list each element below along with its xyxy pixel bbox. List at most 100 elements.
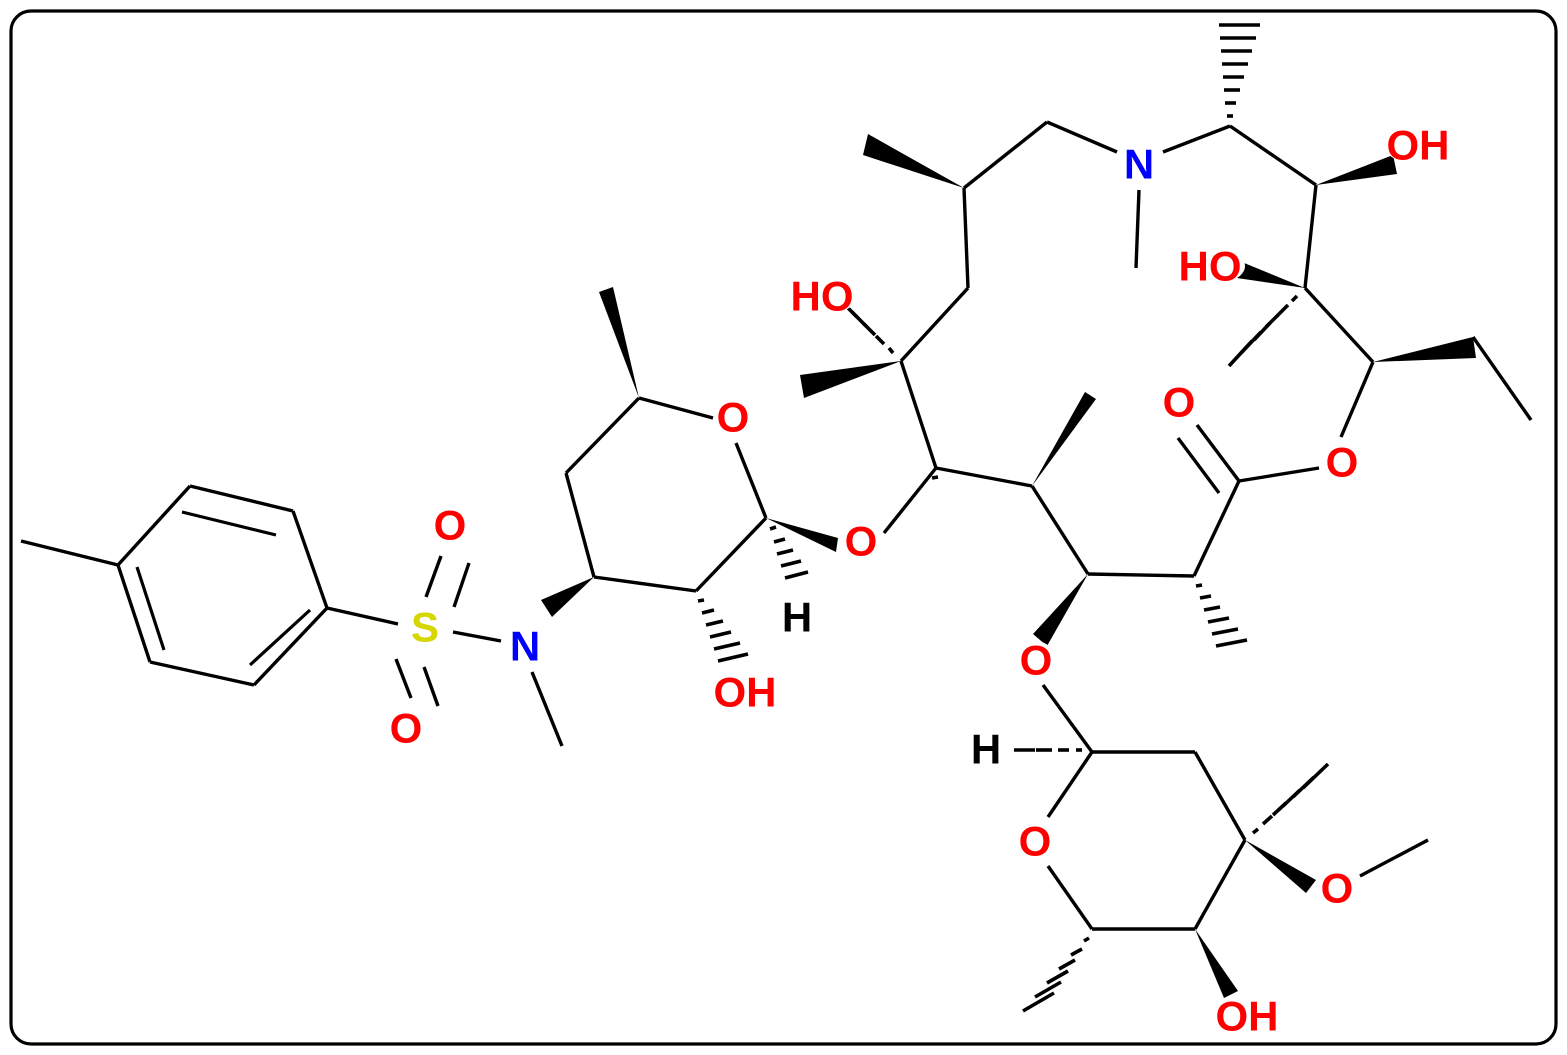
bond-cladinose-6: [1046, 751, 1094, 818]
wedge-cladinose-methoxy: [1245, 840, 1316, 893]
halo-h-anomeric-1: [780, 600, 814, 634]
cladinose-ring: [1014, 683, 1429, 1013]
bond-aryl-double-3: [135, 566, 166, 651]
atom-label-lactone-carbonyl-oxygen: O: [1163, 379, 1196, 426]
atom-label-desosamine-hydroxyl: OH: [714, 669, 777, 716]
wedge-desosamine-glycosidic: [766, 518, 838, 552]
hash-macro-c10-methyl: [1219, 23, 1260, 118]
atom-label-azalide-ring-nitrogen: N: [1124, 141, 1154, 188]
atom-label-anomeric-hydrogen-desosamine: H: [782, 594, 812, 641]
bond-aryl-double-1: [181, 510, 277, 537]
halo-n-azalide: [1120, 145, 1158, 183]
halo-o-desosamine-ring: [714, 398, 752, 436]
hash-desosamine-hydroxyl: [697, 598, 749, 663]
bond-desosamine-1: [638, 396, 714, 420]
bond-cladinose-5: [1046, 865, 1094, 930]
halo-ho-c12: [1175, 247, 1245, 285]
bond-carbonyl-a: [1195, 423, 1241, 483]
bond-cladinose-glyco-to-c1: [1041, 683, 1094, 754]
bond-azalide-n-methyl: [1134, 189, 1141, 269]
bond-desosamine-6: [564, 396, 641, 475]
halo-n-sulfonamide: [506, 627, 544, 665]
bond-macro-15: [935, 466, 1033, 488]
bond-macro-ethyl-terminal: [1471, 336, 1533, 421]
bond-macro-10: [1339, 361, 1375, 438]
atom-label-cladinose-methoxy-oxygen: O: [1321, 865, 1354, 912]
atom-label-layer: O O S N O OH H O HO N OH HO O O O H O O …: [387, 122, 1452, 1040]
halo-o-carbonyl: [1160, 383, 1198, 421]
bond-macro-8: [1303, 184, 1318, 289]
bond-carbonyl-b: [1176, 436, 1221, 495]
bond-desosamine-5: [564, 472, 596, 578]
bond-sulfonyl-dbl-dn-a: [394, 658, 413, 699]
macrolide-ring: [800, 23, 1533, 648]
wedge-macro-c12-hydroxyl: [1230, 258, 1305, 288]
bond-macro-7: [1229, 124, 1317, 187]
bond-macro-2: [899, 286, 970, 363]
diagram-frame: [9, 9, 1558, 1046]
bond-cladinose-methoxy-methyl: [1359, 838, 1429, 878]
halo-o-cladinose-ring: [1016, 822, 1054, 860]
bond-glycosidic-to-macrolide: [882, 466, 938, 535]
sulfonyl-group: [394, 555, 502, 707]
halo-o-sulfonyl-dn: [387, 709, 425, 747]
halo-h-anomeric-2: [969, 732, 1003, 766]
atom-label-sulfonyl-oxygen-upper: O: [434, 502, 467, 549]
halo-o-sulfonyl-up: [431, 506, 469, 544]
bond-aryl-double-2: [248, 608, 312, 667]
hash-cladinose-c4-methyl: [1251, 762, 1330, 835]
halo-oh-c11: [1384, 126, 1452, 164]
bond-sulfonyl-dbl-up-a: [424, 555, 443, 598]
wedge-macro-c11-hydroxyl: [1316, 155, 1397, 185]
atom-label-cladinose-ring-oxygen: O: [1019, 818, 1052, 865]
halo-oh-desosamine: [711, 673, 779, 711]
wedge-macro-c8-methyl: [863, 134, 964, 188]
halo-ho-c6: [787, 277, 857, 315]
bond-macro-5: [1046, 120, 1118, 154]
bond-macro-12: [1192, 480, 1241, 577]
halo-o-ester: [1323, 443, 1361, 481]
atom-label-glycosidic-oxygen-cladinose: O: [1020, 637, 1053, 684]
wedge-macro-c4-methyl: [1032, 392, 1096, 486]
wedge-macro-c6-methyl: [800, 361, 901, 398]
bond-aryl-2: [189, 484, 294, 513]
halo-o-glyco-1: [842, 522, 880, 560]
atom-label-sulfonyl-oxygen-lower: O: [390, 705, 423, 752]
wedge-macro-c3-glycosidic: [1033, 574, 1088, 646]
bond-sulfur-to-nitrogen: [452, 630, 502, 643]
halo-o-methoxy: [1318, 869, 1356, 907]
bond-macro-11: [1238, 466, 1320, 483]
hash-macro-c5: [931, 475, 939, 480]
bond-sulfonyl-dbl-dn-b: [422, 666, 440, 707]
bond-tolyl-methyl: [20, 539, 119, 567]
bond-macro-14: [1030, 485, 1090, 575]
hash-macro-c12-methyl: [1227, 294, 1299, 368]
bond-sulfonyl-dbl-up-b: [452, 562, 471, 608]
atom-label-macrolide-hydroxyl-c6: HO: [791, 273, 854, 320]
halo-oh-cladinose: [1213, 997, 1281, 1035]
hash-desosamine-anomeric-h: [769, 525, 809, 580]
halo-s: [406, 608, 444, 646]
atom-label-lactone-ester-oxygen: O: [1326, 439, 1359, 486]
hash-macro-c2-methyl: [1195, 583, 1248, 648]
sulfonamide-nitrogen-group: [530, 577, 594, 747]
atom-label-anomeric-hydrogen-cladinose: H: [971, 726, 1001, 773]
bond-aryl-5: [149, 660, 255, 687]
bond-macro-1: [899, 360, 938, 469]
bond-desosamine-4: [593, 575, 697, 593]
bond-macro-3: [962, 187, 970, 289]
halo-o-glyco-2: [1017, 641, 1055, 679]
bond-cladinose-2: [1193, 751, 1247, 841]
atom-label-glycosidic-oxygen-desosamine: O: [845, 518, 878, 565]
hash-cladinose-c2-methyl: [1022, 936, 1090, 1013]
wedge-desosamine-methyl: [599, 287, 639, 398]
desosamine-ring: [564, 287, 938, 663]
bond-cladinose-3: [1193, 839, 1247, 930]
bond-macro-4: [962, 120, 1049, 190]
bond-aryl-to-sulfur: [326, 606, 399, 626]
wedge-macro-c13-ethyl: [1373, 337, 1476, 362]
bond-aryl-4: [252, 606, 329, 687]
atom-label-cladinose-hydroxyl: OH: [1216, 993, 1279, 1040]
